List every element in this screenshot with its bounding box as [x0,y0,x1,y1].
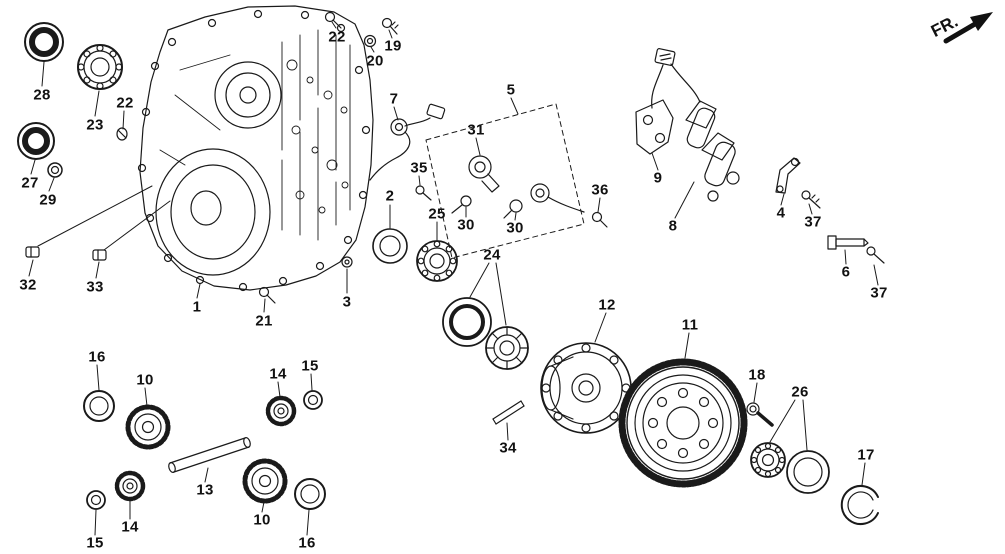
bolt-22-top [324,11,342,29]
plug-33 [92,249,107,261]
washer-15-upper [303,390,323,410]
bolt-19 [381,17,399,35]
clip-30-left [451,195,472,214]
oil-seal-27 [17,122,55,160]
plug-3 [341,256,353,268]
assembly-boundary-5 [425,103,585,259]
seal-26 [786,450,830,494]
bolt-35 [415,185,432,201]
snap-ring-17 [840,485,879,525]
bolt-36 [591,211,608,228]
nut-29 [47,162,63,178]
shaft-bolt-6 [827,235,869,250]
taper-bearing-24 [485,326,529,370]
pinion-gear-14-upper [265,395,297,427]
differential-case-12 [540,342,632,434]
plug-32 [25,246,40,258]
solenoid-assembly-8 [685,100,740,202]
ring-gear-11 [618,358,748,488]
pin-34 [492,400,525,425]
harness-connector [651,48,701,109]
sensor-31 [468,155,500,193]
washer-20 [363,34,377,48]
sensor-harness [530,183,585,213]
fr-arrow-icon [943,12,993,44]
lever-4 [775,157,801,194]
oil-seal-28 [24,22,64,62]
bearing-25 [416,240,458,282]
bevel-gear-10-lower [242,458,288,504]
bolt-37-upper [801,190,821,209]
speed-sensor-7 [369,103,446,181]
clip-30-right [503,199,523,219]
leader-lines [28,21,879,536]
bracket-9 [635,99,674,155]
bolt-18 [746,402,774,427]
pinion-gear-14-lower [114,470,146,502]
ball-bearing-23 [77,44,123,90]
ring-2 [372,228,408,264]
ring-16-upper [83,390,115,422]
bearing-26 [750,442,786,478]
washer-15-lower [86,490,106,510]
bolt-37-lower [866,246,885,264]
transmission-housing [137,5,374,292]
plug-22-left [116,127,128,141]
seal-24 [442,297,492,347]
pinion-shaft-13 [168,437,251,473]
ring-16-lower [294,478,326,510]
bolt-21 [258,286,276,304]
bevel-gear-10-upper [125,404,171,450]
